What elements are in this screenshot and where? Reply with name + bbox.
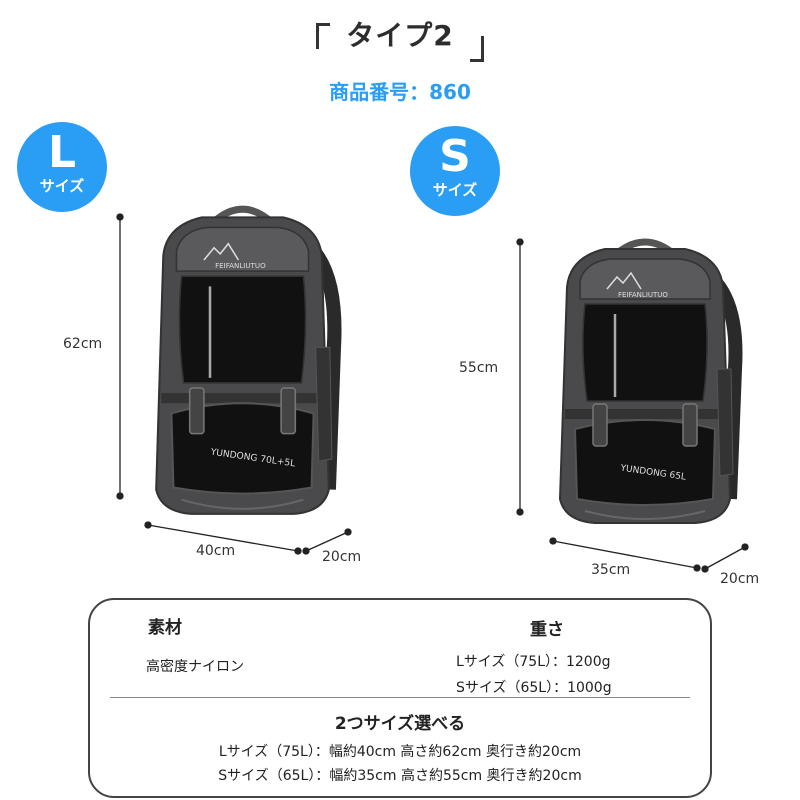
material-value: 高密度ナイロン bbox=[146, 659, 244, 675]
small-width-label: 35cm bbox=[591, 562, 631, 578]
bag-brand-text: FEIFANLIUTUO bbox=[618, 291, 668, 299]
page-title: タイプ2 bbox=[346, 19, 454, 52]
large-depth-label: 20cm bbox=[322, 549, 362, 565]
sizes-heading: 2つサイズ選べる bbox=[334, 714, 466, 734]
badge-label: サイズ bbox=[39, 177, 85, 195]
weight-large: Lサイズ（75L）：1200g bbox=[456, 654, 611, 670]
small-height-label: 55cm bbox=[459, 360, 499, 376]
size-badge-large: L サイズ bbox=[17, 122, 107, 212]
spec-box bbox=[88, 598, 712, 798]
size-small-detail: Sサイズ（65L）：幅約35cm 高さ約55cm 奥行き約20cm bbox=[218, 768, 582, 784]
backpack-small-image: FEIFANLIUTUO YUNDONG 65L bbox=[558, 238, 743, 524]
size-badge-small: S サイズ bbox=[410, 126, 500, 216]
large-width-label: 40cm bbox=[196, 543, 236, 559]
weight-small: Sサイズ（65L）：1000g bbox=[456, 680, 612, 696]
title-bracket-right bbox=[470, 36, 484, 62]
bag-brand-text: FEIFANLIUTUO bbox=[215, 261, 266, 270]
material-heading: 素材 bbox=[148, 618, 182, 638]
title-bracket-left bbox=[316, 23, 330, 49]
product-code: 商品番号：860 bbox=[329, 80, 471, 104]
badge-label: サイズ bbox=[432, 181, 478, 199]
size-large-detail: Lサイズ（75L）：幅約40cm 高さ約62cm 奥行き約20cm bbox=[218, 744, 582, 760]
badge-letter: L bbox=[47, 127, 77, 178]
weight-heading: 重さ bbox=[530, 620, 564, 640]
badge-letter: S bbox=[439, 131, 471, 182]
large-height-label: 62cm bbox=[63, 336, 103, 352]
backpack-large-image: FEIFANLIUTUO YUNDONG 70L+5L bbox=[155, 205, 342, 515]
small-depth-label: 20cm bbox=[720, 571, 760, 587]
spec-divider bbox=[110, 697, 690, 698]
